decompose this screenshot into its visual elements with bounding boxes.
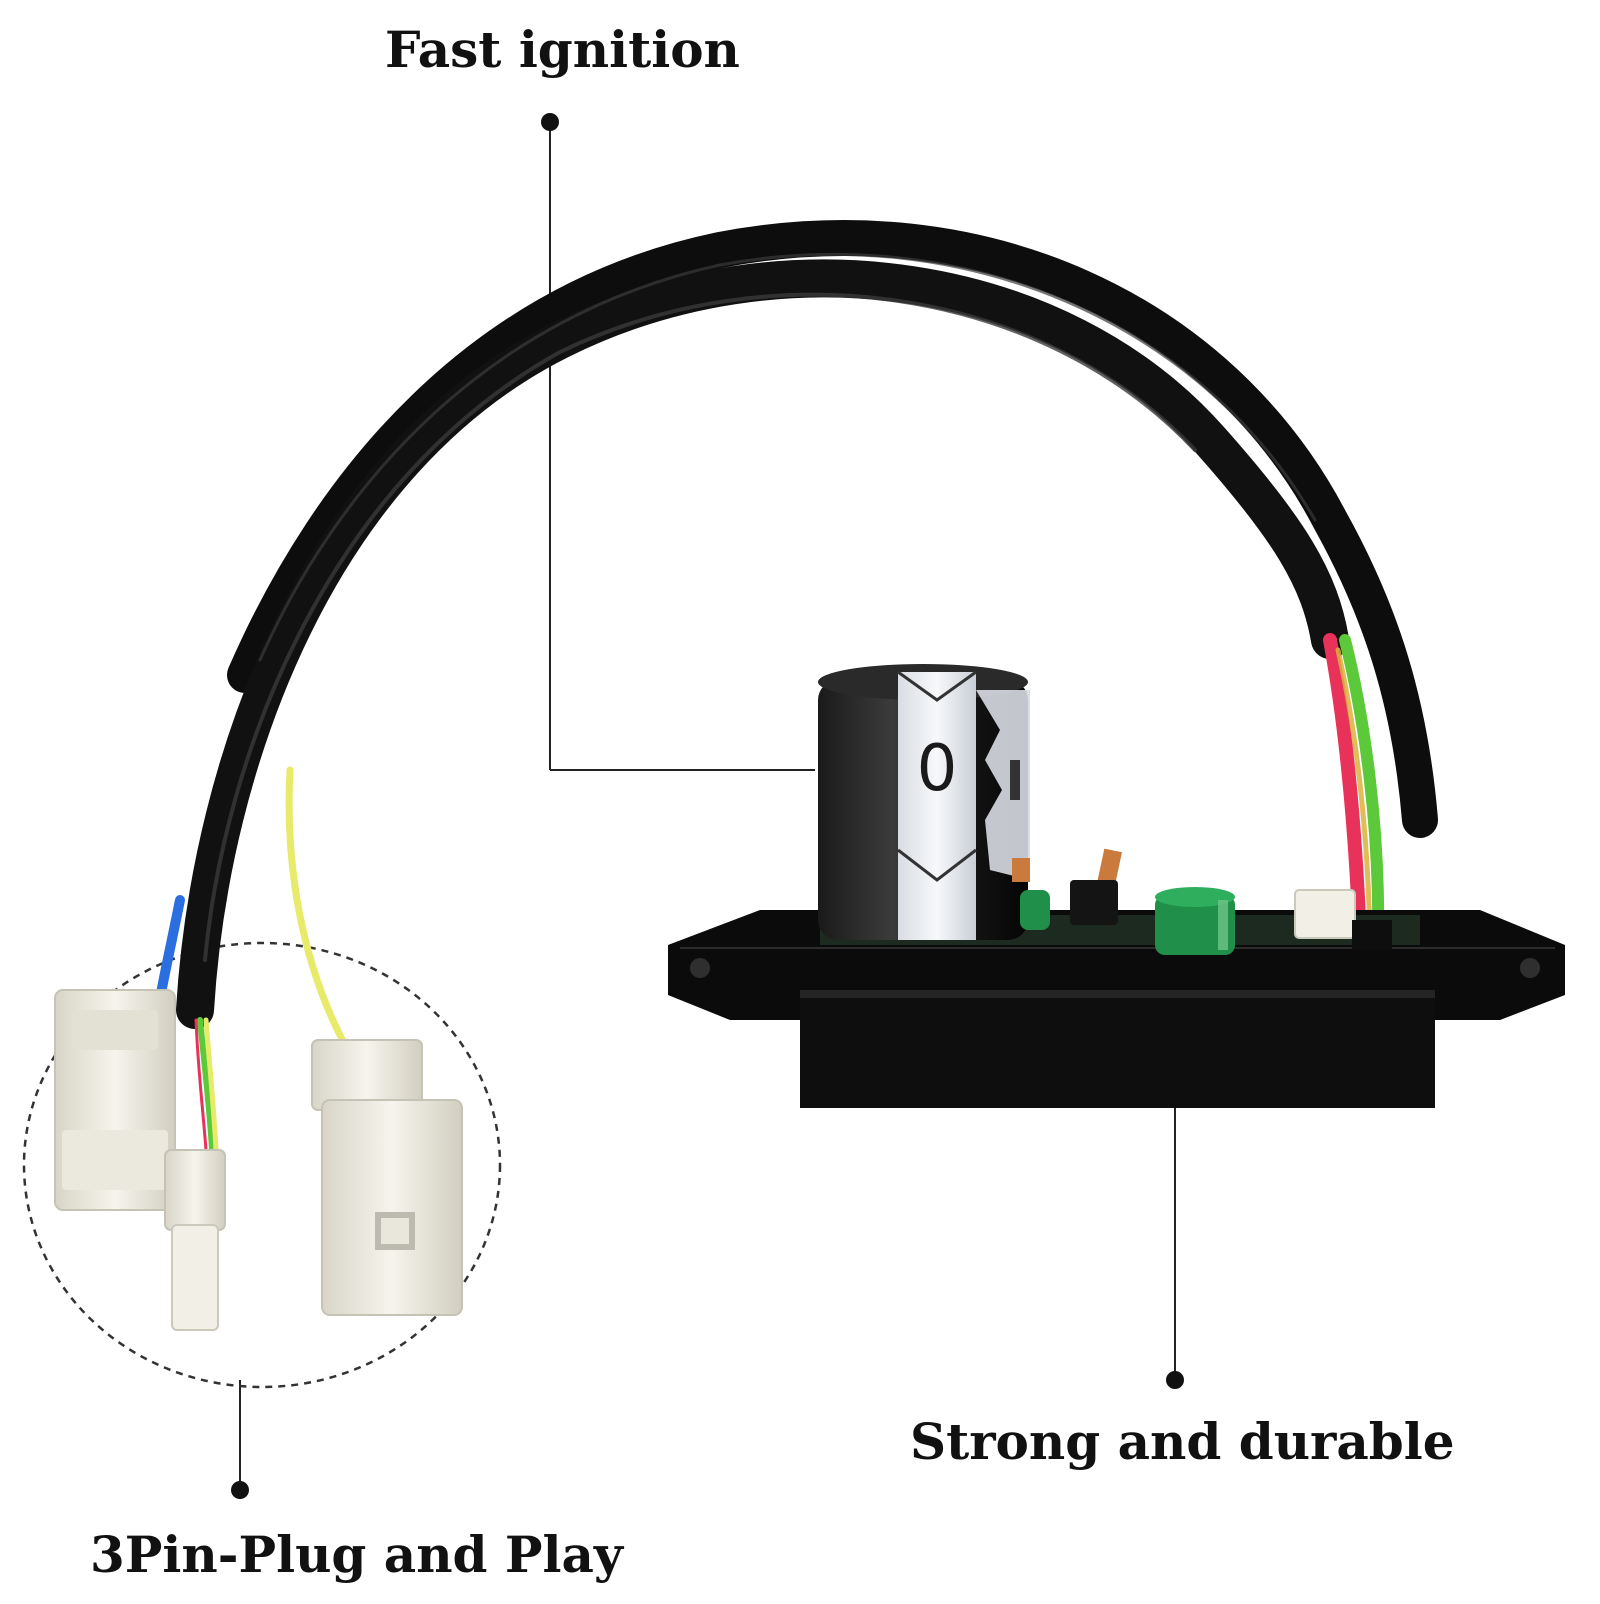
plug-connector-left [54,989,176,1211]
capacitor-large: 0 [818,664,1030,940]
connector-highlight-circle [22,941,502,1389]
cable-harness [176,220,1438,1029]
wire-bundle-left [155,766,349,1153]
ignition-module: 0 [668,664,1565,1108]
callout-dot-plug-play [231,1481,249,1499]
callout-line-plug-play [231,1380,249,1499]
plug-connector-middle [164,1149,226,1331]
small-components [1012,848,1122,930]
wire-bundle-right [1323,633,1385,947]
callout-dot-strong-durable [1166,1371,1184,1389]
capacitor-marking: 0 [917,732,958,806]
callout-strong-durable: Strong and durable [910,1412,1455,1471]
callout-fast-ignition: Fast ignition [385,20,740,79]
callout-dot-fast-ignition [541,113,559,131]
capacitor-small-green [1155,887,1235,955]
module-socket [1294,889,1356,939]
callout-line-strong-durable [1166,1105,1184,1389]
plug-connector-right [311,1039,463,1316]
callout-line-fast-ignition [541,113,815,771]
callout-plug-play: 3Pin-Plug and Play [90,1525,623,1584]
